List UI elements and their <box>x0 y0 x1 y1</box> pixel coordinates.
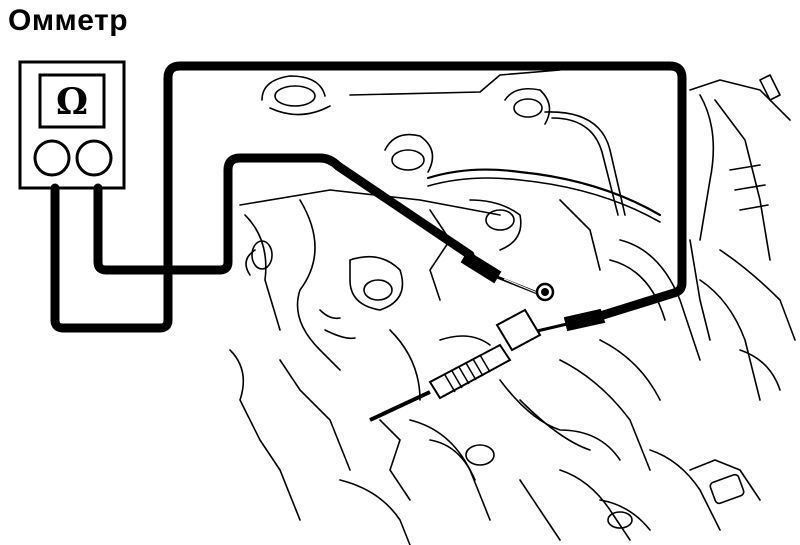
diagram-title: Омметр <box>8 4 129 37</box>
terminal-left <box>33 139 71 177</box>
glow-plug <box>369 282 555 422</box>
probe-upper <box>460 250 546 298</box>
terminal-right <box>75 139 113 177</box>
lead-outer <box>50 61 687 333</box>
ohm-symbol: Ω <box>56 81 88 123</box>
ohmmeter: Ω <box>18 60 126 190</box>
ohmmeter-display <box>38 73 106 129</box>
lead-inner <box>93 153 475 275</box>
engine-illustration <box>229 69 796 545</box>
test-leads <box>50 61 687 333</box>
